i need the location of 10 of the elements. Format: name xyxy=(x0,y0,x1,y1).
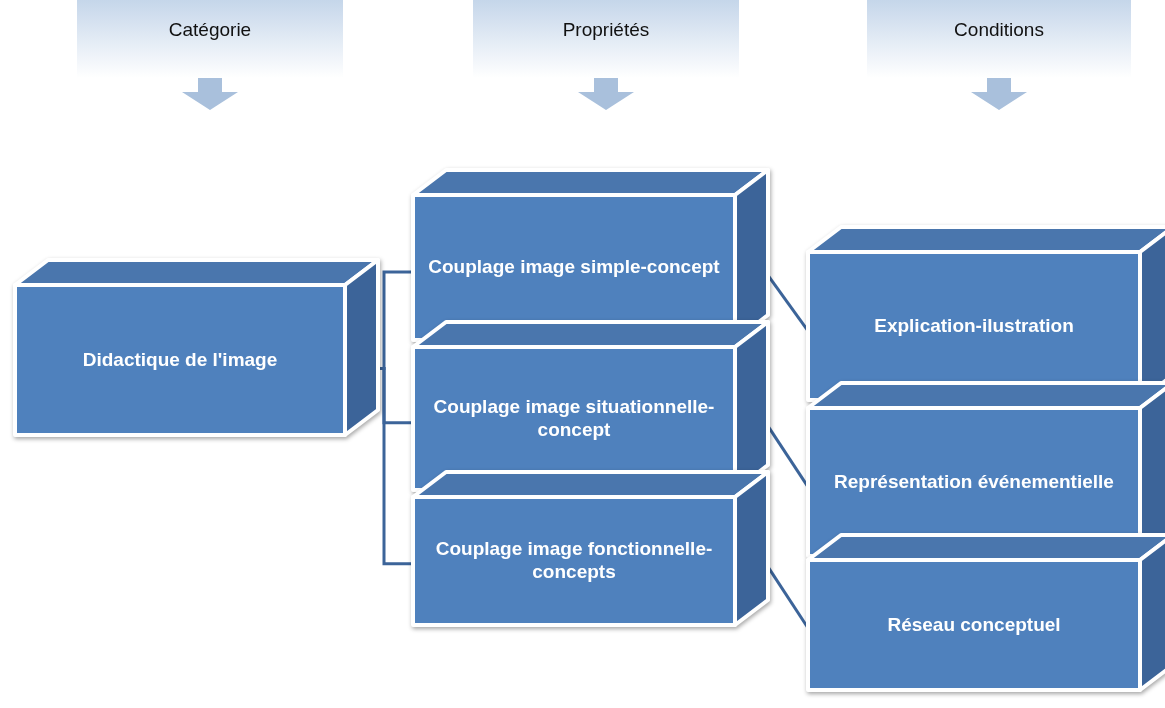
block-label: Didactique de l'image xyxy=(82,348,278,372)
block-label: Réseau conceptuel xyxy=(887,613,1061,637)
block-label: Couplage image situationnelle-concept xyxy=(432,395,716,442)
block-label: Couplage image fonctionnelle-concepts xyxy=(434,538,714,584)
header-label: Propriétés xyxy=(562,19,650,41)
block-label: Explication-ilustration xyxy=(874,314,1074,338)
block-label: Couplage image simple-concept xyxy=(428,256,720,279)
header-label: Conditions xyxy=(954,19,1044,41)
header-label: Catégorie xyxy=(168,19,252,41)
block-label: Représentation événementielle xyxy=(834,470,1114,494)
